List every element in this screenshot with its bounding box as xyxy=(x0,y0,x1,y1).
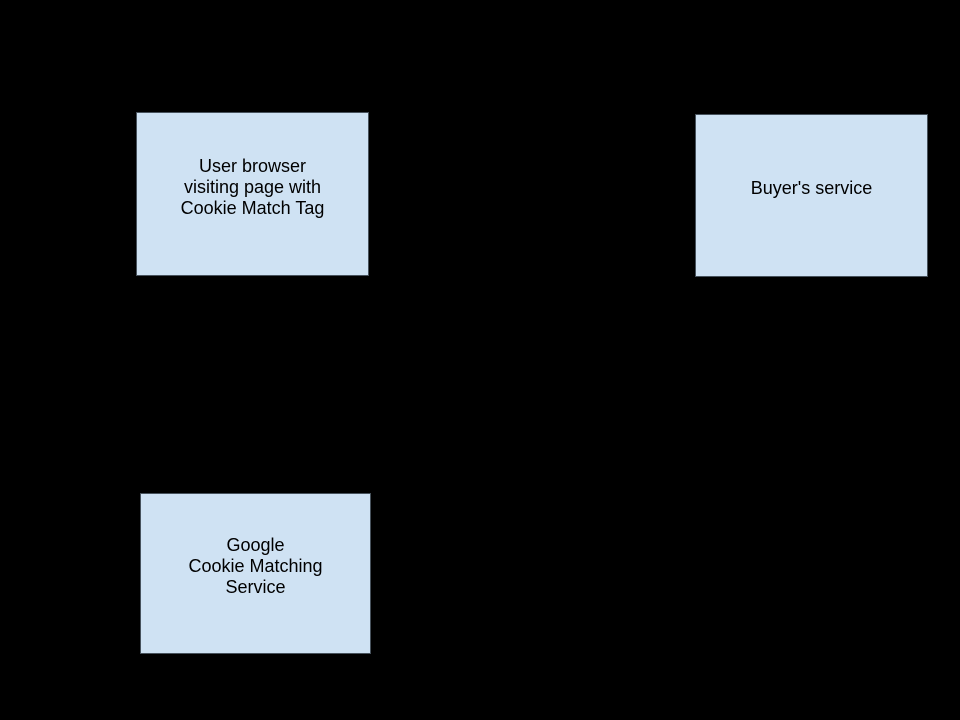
node-google-cookie-matching-service-label: Google Cookie Matching Service xyxy=(188,535,322,598)
node-label-line: Service xyxy=(225,577,286,597)
node-label-line: Google xyxy=(226,535,285,555)
node-user-browser: User browser visiting page with Cookie M… xyxy=(136,112,369,276)
node-google-cookie-matching-service: Google Cookie Matching Service xyxy=(140,493,371,654)
node-label-line: visiting page with xyxy=(183,176,322,197)
node-label-line: Cookie Match Tag xyxy=(180,197,325,218)
node-user-browser-label: User browser visiting page with Cookie M… xyxy=(181,156,325,219)
node-buyers-service-label: Buyer's service xyxy=(751,178,872,199)
node-buyers-service: Buyer's service xyxy=(695,114,928,277)
node-label-line: Cookie Matching xyxy=(188,556,323,576)
node-label-line: User browser xyxy=(198,155,307,176)
node-label-line: Buyer's service xyxy=(750,178,873,198)
